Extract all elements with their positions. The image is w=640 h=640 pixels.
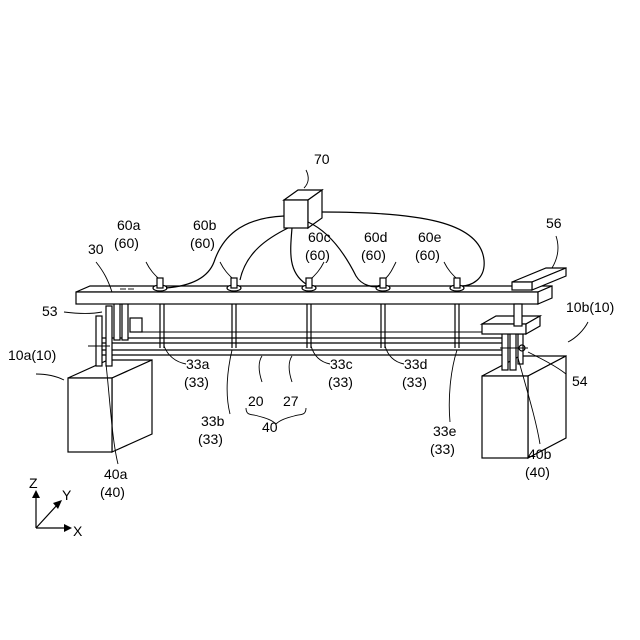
label-60a-group: (60) [114,235,139,251]
label-53: 53 [42,303,58,319]
label-33a: 33a [186,356,210,372]
label-40b-group: (40) [525,464,550,480]
label-70: 70 [314,151,330,167]
label-60e-group: (60) [415,247,440,263]
label-40: 40 [262,419,278,435]
label-56: 56 [546,215,562,231]
controller-box [284,190,322,228]
label-10a: 10a(10) [8,347,56,363]
label-33c: 33c [330,356,353,372]
label-60d: 60d [364,229,387,245]
label-40a: 40a [104,466,128,482]
lower-rail-frame [96,332,508,355]
label-33e-group: (33) [430,441,455,457]
label-20: 20 [248,393,264,409]
label-27: 27 [283,393,299,409]
plate-56 [512,268,566,290]
label-10b: 10b(10) [566,299,614,315]
label-33b-group: (33) [198,431,223,447]
label-40b: 40b [528,446,552,462]
label-33b: 33b [201,413,225,429]
axis-z-label: Z [29,475,38,491]
label-30: 30 [88,241,104,257]
label-40a-group: (40) [100,484,125,500]
axis-x-label: X [73,523,83,539]
label-60e: 60e [418,229,442,245]
label-33d-group: (33) [402,374,427,390]
label-33c-group: (33) [328,374,353,390]
label-60a: 60a [117,217,141,233]
sensor-60b [227,278,241,291]
sensor-60c [302,278,316,291]
label-60c: 60c [308,229,331,245]
label-60b-group: (60) [190,235,215,251]
axis-y-label: Y [62,487,72,503]
right-support-block [482,356,566,458]
label-60d-group: (60) [361,247,386,263]
sensor-60a [153,278,167,291]
sensor-60d [376,278,390,291]
label-33e: 33e [433,423,457,439]
label-60b: 60b [193,217,217,233]
label-54: 54 [572,373,588,389]
label-33a-group: (33) [184,374,209,390]
left-clamp [88,300,142,366]
label-33d: 33d [404,356,427,372]
vertical-rods [160,302,459,348]
sensor-60e [450,278,464,291]
label-60c-group: (60) [305,247,330,263]
right-bracket [482,304,540,334]
